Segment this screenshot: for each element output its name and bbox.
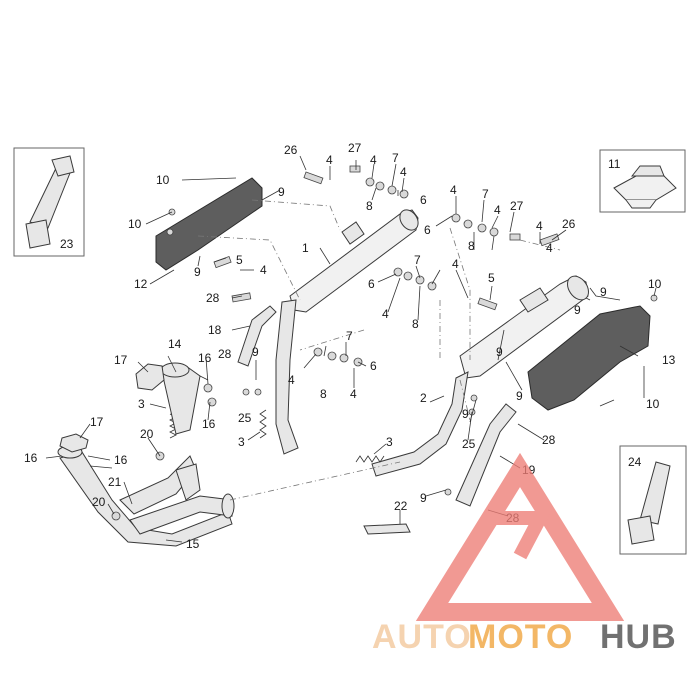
watermark: AUTO MOTO HUB [372, 452, 677, 656]
callout-6: 6 [370, 359, 377, 373]
callout-10: 10 [648, 277, 662, 291]
callout-9: 9 [194, 265, 201, 279]
callout-21: 21 [108, 475, 122, 489]
callout-7: 7 [482, 187, 489, 201]
leader-lines [45, 155, 657, 543]
callout-9: 9 [574, 303, 581, 317]
callout-9: 9 [462, 407, 469, 421]
callout-16: 16 [24, 451, 38, 465]
callout-6: 6 [420, 193, 427, 207]
callout-24: 24 [628, 455, 642, 469]
callout-4: 4 [326, 153, 333, 167]
fasteners [111, 165, 658, 521]
callout-7: 7 [414, 253, 421, 267]
callout-9: 9 [600, 285, 607, 299]
callout-7: 7 [346, 329, 353, 343]
header-pipes [57, 362, 235, 547]
callout-25: 25 [462, 437, 476, 451]
callout-8: 8 [412, 317, 419, 331]
callout-18: 18 [208, 323, 222, 337]
callout-4: 4 [370, 153, 377, 167]
callout-5: 5 [236, 253, 243, 267]
callout-4: 4 [494, 203, 501, 217]
right-silencer [459, 275, 589, 379]
callout-16: 16 [114, 453, 128, 467]
callout-14: 14 [168, 337, 182, 351]
callout-4: 4 [546, 241, 553, 255]
callout-28: 28 [206, 291, 220, 305]
callout-10: 10 [156, 173, 170, 187]
right-bracket [455, 403, 517, 507]
callout-16: 16 [202, 417, 216, 431]
callout-12: 12 [134, 277, 148, 291]
callout-8: 8 [468, 239, 475, 253]
callout-4: 4 [382, 307, 389, 321]
callout-13: 13 [662, 353, 676, 367]
callout-9: 9 [252, 345, 259, 359]
callout-labels: 1 2 3 3 3 4 4 4 4 4 4 4 4 4 4 4 4 5 5 6 … [24, 141, 676, 551]
right-link-pipe [371, 371, 469, 477]
callout-26: 26 [562, 217, 576, 231]
callout-3: 3 [138, 397, 145, 411]
inset-box-23 [13, 147, 85, 257]
callout-25: 25 [238, 411, 252, 425]
left-heat-shield [155, 177, 263, 271]
callout-11: 11 [608, 157, 621, 171]
callout-4: 4 [400, 165, 407, 179]
callout-3: 3 [238, 435, 245, 449]
callout-27: 27 [510, 199, 524, 213]
callout-4: 4 [260, 263, 267, 277]
callout-22: 22 [394, 499, 408, 513]
inset-box-24 [619, 445, 687, 555]
callout-4: 4 [536, 219, 543, 233]
spring-3-mid [259, 409, 267, 439]
callout-10: 10 [128, 217, 142, 231]
callout-2: 2 [420, 391, 427, 405]
callout-20: 20 [140, 427, 154, 441]
gasket-17-lower [59, 433, 89, 453]
callout-10: 10 [646, 397, 660, 411]
callout-17: 17 [90, 415, 104, 429]
callout-3: 3 [386, 435, 393, 449]
callout-15: 15 [186, 537, 200, 551]
callout-17: 17 [114, 353, 128, 367]
callout-8: 8 [366, 199, 373, 213]
left-link-pipe [275, 299, 299, 455]
left-silencer [289, 209, 419, 313]
callout-23: 23 [60, 237, 74, 251]
callout-9: 9 [420, 491, 427, 505]
callout-7: 7 [392, 151, 399, 165]
callout-9: 9 [278, 185, 285, 199]
watermark-hub: HUB [600, 618, 677, 656]
callout-1: 1 [302, 241, 309, 255]
callout-8: 8 [320, 387, 327, 401]
assembly-lines [197, 199, 561, 501]
spring-3-right [355, 455, 385, 463]
callout-9: 9 [496, 345, 503, 359]
watermark-moto: MOTO [468, 618, 573, 656]
callout-16: 16 [198, 351, 212, 365]
lambda-sensor [363, 523, 411, 535]
callout-26: 26 [284, 143, 298, 157]
callout-4: 4 [350, 387, 357, 401]
callout-28: 28 [542, 433, 556, 447]
callout-4: 4 [452, 257, 459, 271]
callout-28: 28 [218, 347, 232, 361]
callout-9: 9 [516, 389, 523, 403]
callout-20: 20 [92, 495, 106, 509]
callout-4: 4 [450, 183, 457, 197]
gasket-17-left [135, 363, 165, 391]
callout-5: 5 [488, 271, 495, 285]
watermark-triangle [415, 452, 625, 621]
callout-6: 6 [424, 223, 431, 237]
callout-4: 4 [288, 373, 295, 387]
callout-6: 6 [368, 277, 375, 291]
left-bracket [237, 305, 277, 367]
watermark-auto: AUTO [372, 618, 472, 656]
inset-box-11 [599, 149, 686, 213]
callout-27: 27 [348, 141, 362, 155]
